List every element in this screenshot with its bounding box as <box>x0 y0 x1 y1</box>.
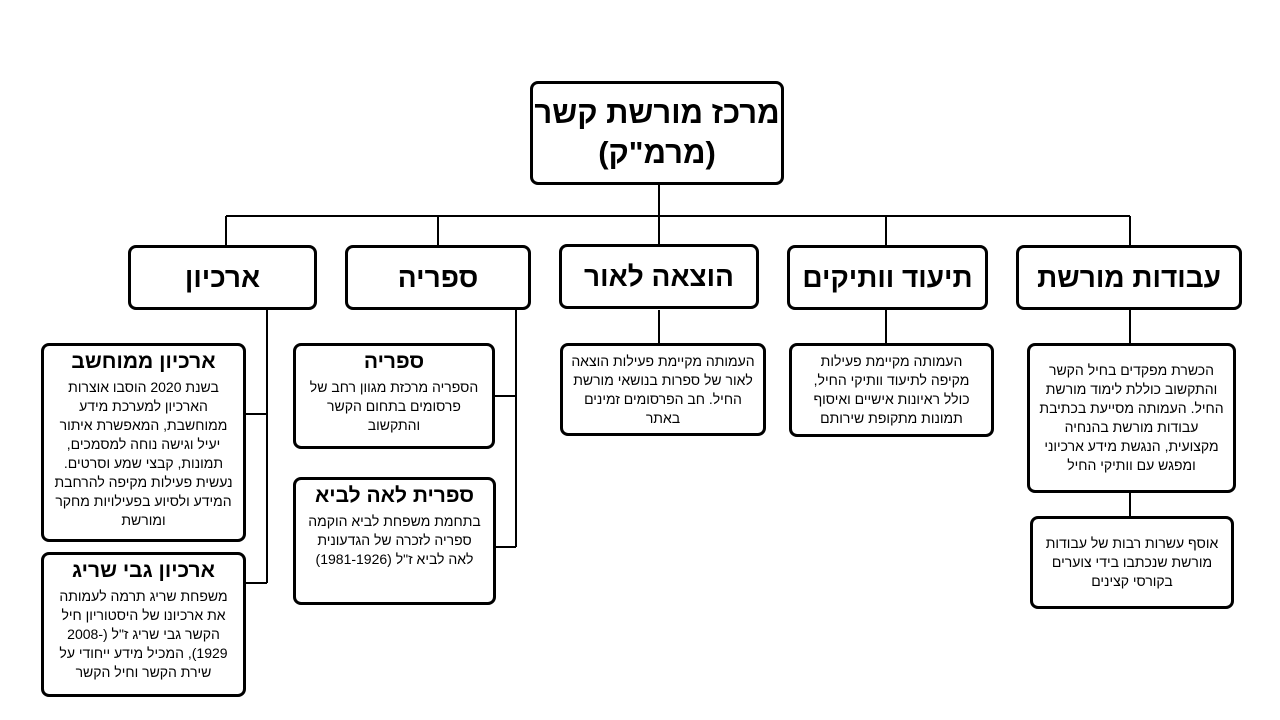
sarig-archive-title: ארכיון גבי שריג <box>72 559 215 582</box>
branch-archive: ארכיון <box>128 245 317 310</box>
computerized-archive-title: ארכיון ממוחשב <box>71 350 216 373</box>
computerized-archive-text: בשנת 2020 הוסבו אוצרות הארכיון למערכת מי… <box>54 379 233 528</box>
heritage-collection-description: אוסף עשרות רבות של עבודות מורשת שנכתבו ב… <box>1030 516 1234 609</box>
leah-lavie-library-text: בתחמת משפחת לביא הוקמה ספריה לזכרה של הג… <box>308 513 481 567</box>
computerized-archive-card: ארכיון ממוחשב בשנת 2020 הוסבו אוצרות האר… <box>41 343 246 542</box>
root-title-line1: מרכז מורשת קשר <box>534 95 780 130</box>
root-node: מרכז מורשת קשר (מרמ"ק) <box>530 81 784 185</box>
heritage-description: הכשרת מפקדים בחיל הקשר והתקשוב כוללת לימ… <box>1027 343 1236 493</box>
library-card-text: הספריה מרכזת מגוון רחב של פרסומים בתחום … <box>309 379 479 433</box>
root-title-line2: (מרמ"ק) <box>598 135 716 170</box>
branch-publishing: הוצאה לאור <box>559 244 759 309</box>
library-card: ספריה הספריה מרכזת מגוון רחב של פרסומים … <box>293 343 495 449</box>
leah-lavie-library-title: ספרית לאה לביא <box>314 484 475 507</box>
sarig-archive-card: ארכיון גבי שריג משפחת שריג תרמה לעמותה א… <box>41 552 246 697</box>
publishing-description: העמותה מקיימת פעילות הוצאה לאור של ספרות… <box>560 343 766 436</box>
branch-heritage-works: עבודות מורשת <box>1016 245 1242 310</box>
documentation-description: העמותה מקיימת פעילות מקיפה לתיעוד וותיקי… <box>789 343 994 437</box>
branch-library: ספריה <box>345 245 531 310</box>
branch-veterans-documentation: תיעוד וותיקים <box>787 245 988 310</box>
library-card-title: ספריה <box>363 350 425 373</box>
sarig-archive-text: משפחת שריג תרמה לעמותה את ארכיונו של היס… <box>59 588 228 680</box>
leah-lavie-library-card: ספרית לאה לביא בתחמת משפחת לביא הוקמה ספ… <box>293 477 496 605</box>
